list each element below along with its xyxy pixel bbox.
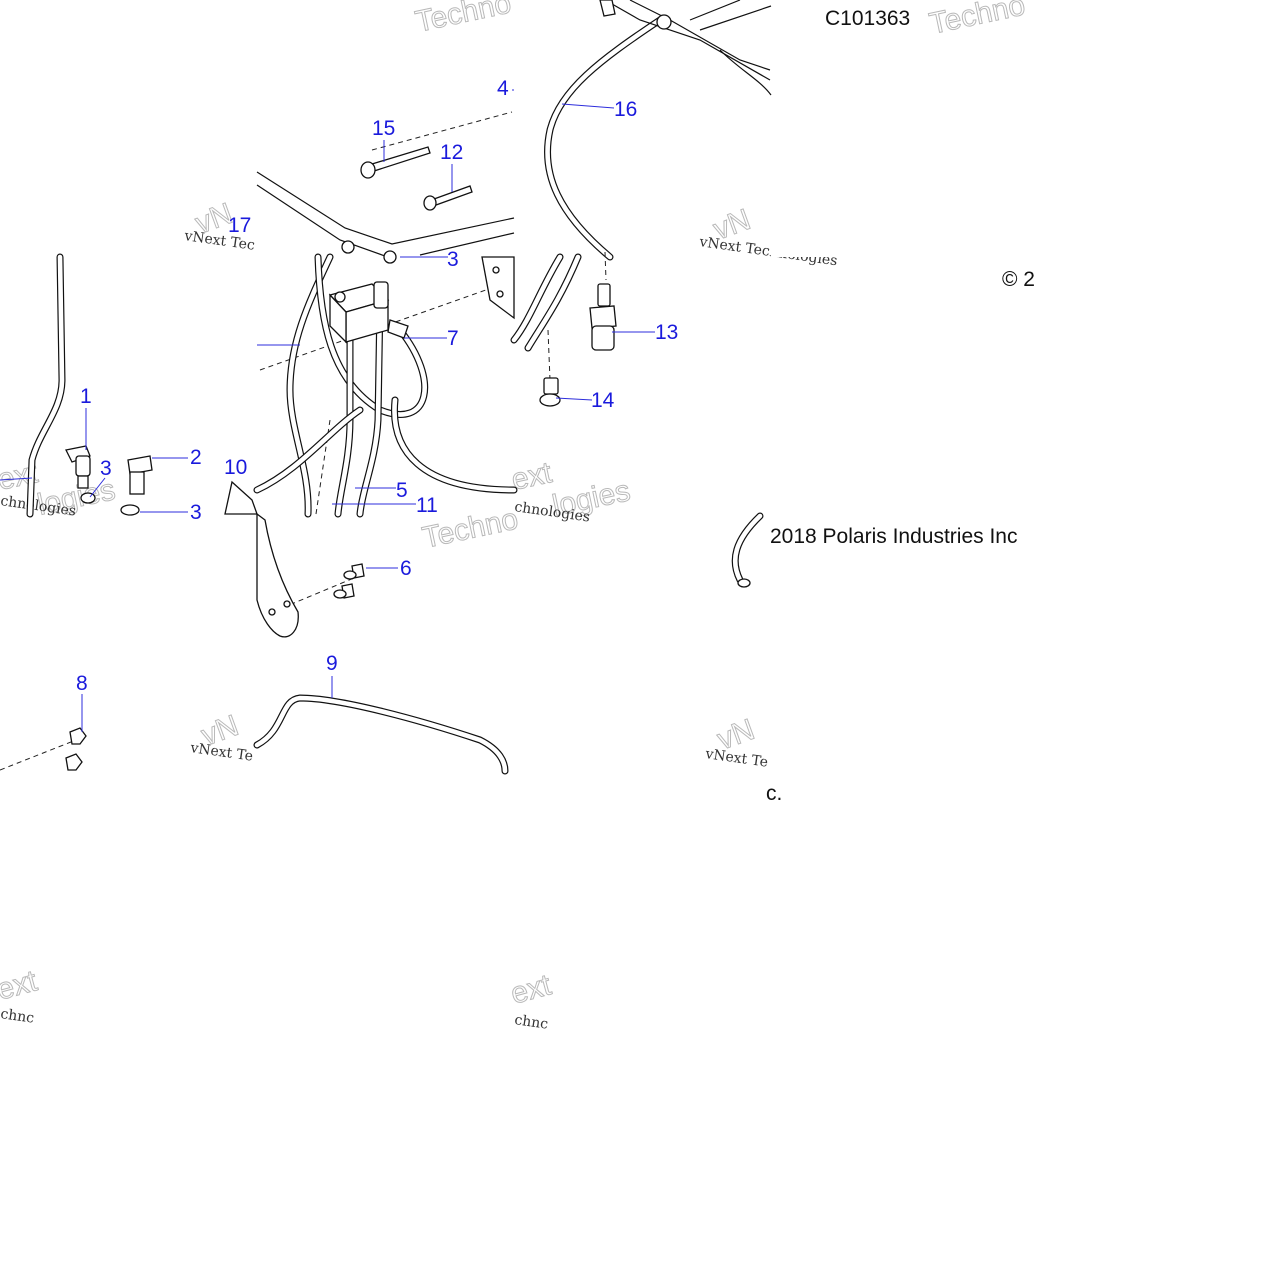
nut-part-8: [65, 727, 87, 771]
alignment-line: [604, 251, 607, 281]
alignment-line: [371, 111, 513, 151]
tile-lower-center: [253, 512, 509, 775]
callout-15: 15: [372, 117, 395, 140]
bracket-part-10: [224, 480, 258, 515]
callout-9: 9: [326, 652, 338, 675]
watermark-text: chnc: [0, 1006, 35, 1027]
callout-14: 14: [591, 389, 615, 412]
callout-12: 12: [440, 141, 463, 164]
frame-tube: [256, 171, 515, 245]
brake-line-16: [544, 16, 664, 261]
clip-part: [599, 0, 616, 17]
tile-top-right: [544, 0, 772, 261]
brake-line-7: [314, 253, 429, 418]
callout-10: 10: [224, 456, 247, 479]
washer-part-3: [120, 504, 140, 516]
callout-17: 17: [228, 214, 251, 237]
mounting-plate: [481, 256, 515, 320]
callout-6: 6: [400, 557, 412, 580]
watermark-text: ext: [507, 968, 555, 1010]
hose-end: [737, 578, 751, 588]
frame-tube: [604, 0, 771, 81]
hose-clip: [656, 14, 672, 30]
bracket-part-10: [256, 512, 299, 638]
callout-11: 11: [416, 494, 438, 517]
frame-tube: [689, 0, 741, 21]
alignment-line: [315, 419, 331, 515]
screw-part-6: [333, 563, 365, 599]
distribution-block: [328, 281, 409, 344]
frame-tube: [419, 232, 515, 256]
copyright-symbol: © 2: [1002, 268, 1035, 291]
bolt-part-14: [539, 377, 561, 407]
banjo-bolt-part-2: [127, 455, 153, 495]
callout-16: 16: [614, 98, 637, 121]
callout-8: 8: [76, 672, 88, 695]
callout-2: 2: [190, 446, 202, 469]
callout-1: 1: [80, 385, 92, 408]
tile-middle-center: [253, 253, 518, 518]
leader-lines: [0, 89, 655, 732]
label-layer: C101363 © 2 2018 Polaris Industries Inc …: [766, 7, 1035, 805]
frame-joint: [383, 250, 397, 264]
callout-3: 3: [447, 248, 459, 271]
copyright-tail: c.: [766, 782, 782, 805]
watermark-text: Techno: [413, 0, 514, 39]
watermark-text: chnc: [513, 1012, 549, 1033]
frame-tube: [699, 5, 772, 31]
brake-switch-part-1: [65, 445, 91, 489]
watermark-text: vNext Te: [188, 740, 254, 765]
frame-tube: [256, 184, 386, 257]
bolt-part-12: [423, 185, 473, 211]
alignment-line: [547, 329, 551, 381]
watermark-text: ext: [0, 964, 41, 1006]
callout-3: 3: [190, 501, 202, 524]
bolt-part-15: [360, 146, 431, 179]
callout-4: 4: [497, 77, 509, 100]
brake-line: [26, 253, 66, 518]
washer-part-3: [80, 492, 96, 504]
tile-middle-left: [26, 253, 258, 518]
callout-7: 7: [447, 327, 459, 350]
frame-tube: [719, 49, 772, 96]
tile-top-center: [256, 111, 515, 264]
watermark-text: vNext Te: [703, 746, 769, 771]
callout-3: 3: [100, 457, 112, 480]
frame-tube: [629, 0, 771, 71]
callout-13: 13: [655, 321, 678, 344]
frame-joint: [341, 240, 355, 254]
callout-5: 5: [396, 479, 408, 502]
tile-lower-right: [731, 512, 764, 588]
callout-layer: 1 2 3 3 3 4 5 6 7 8 9 10 11 12 13 14 15 …: [76, 77, 678, 695]
alignment-line: [281, 577, 355, 609]
watermark-text: Techno: [927, 0, 1028, 41]
diagram-id-code: C101363: [825, 7, 910, 30]
copyright-text: 2018 Polaris Industries Inc: [770, 525, 1017, 548]
tile-middle-right: [510, 251, 617, 407]
pressure-switch-part-13: [589, 283, 617, 351]
alignment-line: [0, 739, 77, 771]
tile-lower-left: [0, 727, 87, 771]
